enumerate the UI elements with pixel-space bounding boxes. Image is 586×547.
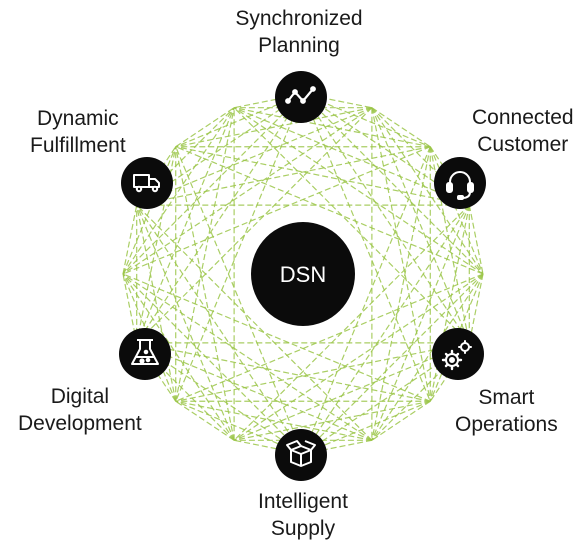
- mesh-line: [175, 146, 470, 206]
- mesh-line: [233, 342, 470, 441]
- headset-icon: [446, 171, 474, 200]
- mesh-line: [122, 273, 235, 441]
- mesh-line: [302, 400, 431, 455]
- line-chart-icon: [285, 86, 316, 104]
- mesh-line: [302, 93, 484, 275]
- mesh-line: [175, 107, 235, 148]
- flask-icon: [131, 339, 159, 365]
- mesh-line: [371, 107, 470, 344]
- mesh-line: [175, 146, 235, 441]
- mesh-line: [136, 204, 177, 402]
- mesh-line: [233, 107, 470, 206]
- mesh-line: [136, 204, 304, 455]
- mesh-line: [122, 146, 431, 275]
- mesh-line: [468, 204, 484, 275]
- mesh-line: [302, 146, 431, 455]
- mesh-line: [122, 273, 304, 455]
- mesh-line: [175, 107, 373, 148]
- box-icon: [286, 440, 316, 467]
- mesh-line: [136, 342, 235, 441]
- mesh-line: [233, 107, 431, 148]
- mesh-line: [122, 107, 373, 275]
- mesh-line: [233, 400, 431, 441]
- mesh-line: [136, 146, 431, 206]
- mesh-line: [233, 273, 484, 441]
- mesh-line: [136, 107, 373, 344]
- mesh-line: [175, 146, 484, 275]
- mesh-line: [302, 342, 470, 455]
- mesh-line: [233, 107, 470, 344]
- hub-label: DSN: [280, 262, 326, 287]
- mesh-line: [302, 273, 484, 455]
- mesh-line: [136, 342, 373, 441]
- mesh-line: [371, 107, 431, 148]
- mesh-line: [371, 204, 470, 441]
- mesh-line: [233, 204, 470, 441]
- node-intelligent-supply: [275, 429, 327, 481]
- mesh-line: [136, 107, 235, 344]
- mesh-line: [371, 273, 484, 441]
- mesh-line: [468, 273, 484, 344]
- node-smart-operations: [432, 328, 484, 380]
- mesh-line: [122, 204, 138, 275]
- mesh-line: [136, 204, 235, 441]
- mesh-line: [371, 107, 470, 206]
- gears-icon: [441, 340, 472, 371]
- node-dynamic-fulfillment: [121, 157, 173, 209]
- truck-icon: [133, 174, 160, 193]
- mesh-line: [136, 342, 431, 402]
- mesh-line: [136, 93, 304, 344]
- mesh-line: [122, 273, 373, 441]
- mesh-line: [371, 400, 431, 441]
- mesh-line: [122, 146, 177, 275]
- connection-mesh: [122, 93, 484, 455]
- mesh-line: [371, 107, 431, 402]
- mesh-line: [175, 342, 470, 402]
- node-digital-development: [119, 328, 171, 380]
- mesh-line: [175, 273, 484, 402]
- node-connected-customer: [434, 157, 486, 209]
- mesh-line: [175, 93, 304, 402]
- mesh-line: [136, 204, 373, 441]
- mesh-line: [122, 273, 431, 402]
- node-synchronized-planning: [275, 71, 327, 123]
- mesh-line: [175, 400, 235, 441]
- mesh-line: [175, 400, 373, 441]
- mesh-line: [371, 107, 484, 275]
- mesh-line: [175, 146, 304, 455]
- mesh-line: [429, 146, 470, 344]
- mesh-line: [122, 107, 235, 275]
- mesh-line: [175, 107, 235, 402]
- dsn-hub: DSN: [251, 222, 355, 326]
- mesh-line: [233, 107, 484, 275]
